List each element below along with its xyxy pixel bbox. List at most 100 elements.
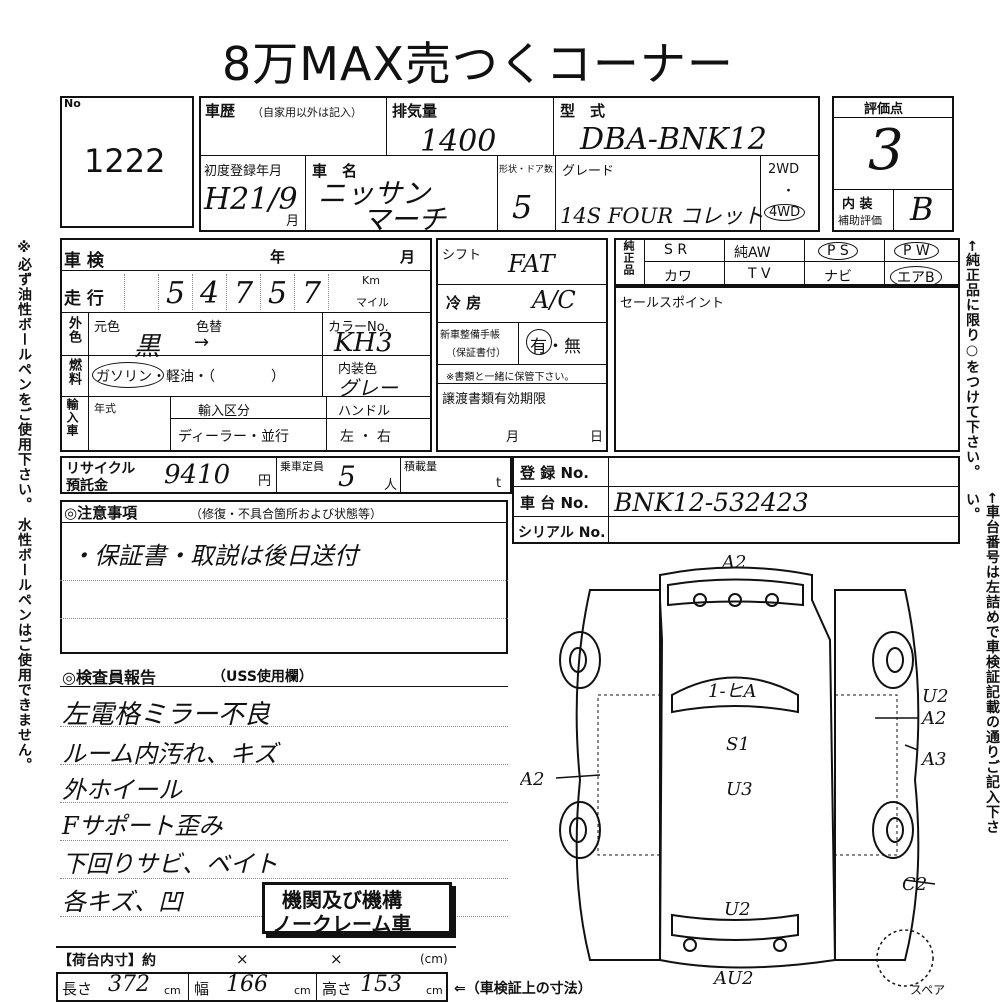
maintenance-selected-circle [526,329,552,355]
doors-label: 形状・ドア数 [499,165,554,175]
height-value: 153 [360,972,402,997]
capacity-unit: 人 [384,478,398,493]
drive-dot: ・ [782,184,796,199]
fuel-interior-value: グレー [338,376,398,400]
interior-label-1: 内 装 [842,197,873,212]
color-arrow: → [194,332,210,353]
mark-right-a3: A3 [920,749,946,770]
grade-label: グレード [562,164,615,179]
chassis-label: 車 台 No. [520,494,590,512]
mark-rear-au2: AU2 [712,968,754,989]
mark-right-u2: U2 [922,686,949,707]
left-side-note: ※必ず油性ボールペンをご使用下さい。 水性ボールペンはご使用できません。 [16,240,32,773]
maintenance-label-1: 新車整備手帳 [440,330,500,341]
displacement-label: 排気量 [392,102,438,120]
first-reg-unit: 月 [286,214,300,229]
genuine-ps[interactable]: P S [818,242,858,260]
genuine-tv[interactable]: T V [748,266,771,282]
mileage-unit-km: Km [362,274,380,287]
recycle-label-1: リサイクル [66,461,136,477]
mark-windshield: 1-ヒA [708,681,757,702]
mark-roof-s1: S1 [726,734,750,755]
shift-ac-grid [436,238,608,452]
recycle-value: 9410 [164,460,231,490]
import-handle-label: ハンドル [338,404,391,419]
mileage-digit-3: 7 [234,276,254,311]
genuine-airbag[interactable]: エアB [890,266,942,288]
drive-2wd: 2WD [768,162,800,177]
mark-left-a2: A2 [520,769,544,790]
right-side-note-chassis: ←車台番号は左詰めで車検証記載の通りご記入下さい。 [964,492,1000,835]
genuine-aw[interactable]: 純AW [734,245,771,261]
mileage-unit-mile: マイル [356,296,389,309]
caution-note: （修復・不具合箇所および状態等） [190,507,383,521]
genuine-label: 純正品 [622,240,635,276]
displacement-value: 1400 [420,124,497,159]
mark-right-a2: A2 [920,708,946,729]
mark-roof-u3: U3 [726,779,753,800]
inspection-year: 年 [270,248,286,266]
no-claim-stamp [262,882,452,934]
serial-label: シリアル No. [518,525,606,541]
sales-point-label: セールスポイント [620,296,725,311]
page-title: 8万MAX売つくコーナー [222,37,734,91]
cargo-label: 【荷台内寸】約 [58,953,156,969]
drive-4wd[interactable]: 4WD [764,204,806,221]
import-type-options[interactable]: ディーラー・並行 [178,429,290,445]
report-line-5: 下回りサビ、ベイト [62,850,278,878]
number-box [60,96,194,228]
genuine-leather[interactable]: カワ [664,269,692,285]
width-label: 幅 [194,980,210,998]
caution-label: ◎注意事項 [64,504,138,522]
header-grid [199,96,820,232]
ac-value: A/C [532,286,576,314]
mark-right-c2: C2 [902,874,927,895]
import-side-label: 輸入車 [65,398,79,437]
registration-label: 登 録 No. [520,464,590,482]
cargo-unit: (cm) [420,952,448,966]
shift-value: FAT [508,250,555,278]
maintenance-label-2: （保証書付） [446,348,506,359]
first-reg-label: 初度登録年月 [204,164,283,179]
grade-value: 14S FOUR コレット [560,204,764,228]
sales-point-box [614,286,960,452]
stamp-line-2: ノークレーム車 [272,912,412,936]
spare-label: スペア [910,983,945,997]
car-name-label: 車 名 [312,162,358,180]
score-value: 3 [868,118,904,183]
car-name-line2: マーチ [362,203,447,236]
interior-label-2: 補助評価 [838,214,882,227]
genuine-sr[interactable]: S R [664,242,688,258]
genuine-parts-grid [614,238,960,286]
first-reg-value: H21/9 [204,182,298,217]
cargo-x1: × [236,950,249,968]
caution-box [60,500,508,654]
registration-grid [512,456,960,544]
number-label: No [64,97,81,110]
caution-line-1: ・保証書・取説は後日送付 [70,542,358,570]
mark-rear-u2: U2 [724,899,751,920]
import-year-label: 年式 [94,402,116,415]
genuine-navi[interactable]: ナビ [824,269,852,285]
model-label: 型 式 [560,102,606,120]
import-handle-options[interactable]: 左 ・ 右 [340,429,391,445]
length-value: 372 [108,972,150,997]
width-unit: cm [294,984,311,997]
transfer-label: 譲渡書類有効期限 [442,392,547,407]
report-note: （USS使用欄） [212,669,313,685]
history-note: （自家用以外は記入） [252,106,362,119]
length-unit: cm [164,984,181,997]
genuine-pw[interactable]: P W [894,242,939,260]
color-change-label: 色替 [196,320,223,335]
recycle-label-2: 預託金 [66,478,108,494]
report-line-2: ルーム内汚れ、キズ [62,740,278,768]
height-label: 高さ [322,980,353,998]
mark-front-a2: A2 [720,552,746,573]
report-line-1: 左電格ミラー不良 [62,700,271,730]
car-name-line1: ニッサン [318,177,431,210]
mileage-digit-5: 7 [302,276,322,311]
import-type-label: 輸入区分 [198,404,251,419]
length-label: 長さ [62,980,93,998]
maintenance-note: ※書類と一緒に保管下さい。 [446,372,575,383]
color-code-value: KH3 [334,328,393,358]
